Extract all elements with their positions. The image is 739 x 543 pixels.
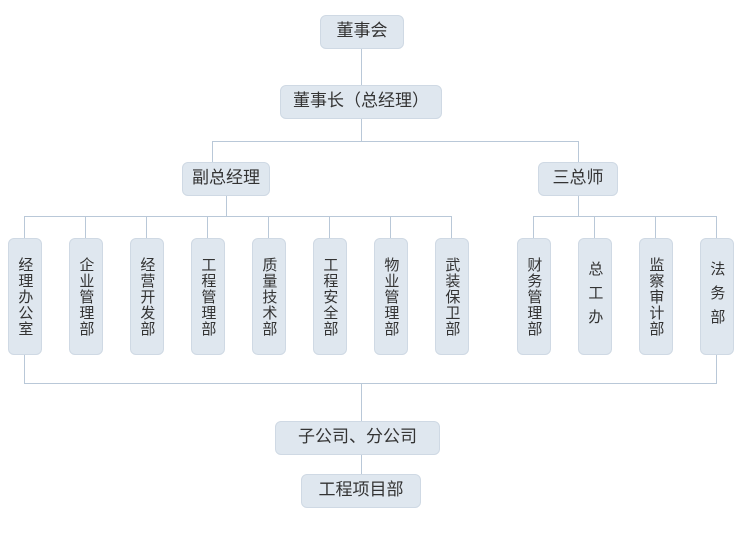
connector-to-deputy-gm xyxy=(212,141,213,162)
connector-bottom-bar xyxy=(24,383,717,384)
connector-right-dept-bar xyxy=(533,216,717,217)
dept-stem-right-3 xyxy=(655,216,656,238)
dept-stem-left-6 xyxy=(329,216,330,238)
node-board[interactable]: 董事会 xyxy=(320,15,404,49)
node-dept-engineering-management[interactable]: 工程管理部 xyxy=(191,238,225,355)
dept-stem-left-5 xyxy=(268,216,269,238)
dept-stem-right-1 xyxy=(533,216,534,238)
node-chairman[interactable]: 董事长（总经理） xyxy=(280,85,442,119)
dept-stem-left-1 xyxy=(24,216,25,238)
connector-dept-right-down xyxy=(716,355,717,384)
node-dept-property-management[interactable]: 物业管理部 xyxy=(374,238,408,355)
dept-stem-left-2 xyxy=(85,216,86,238)
connector-subsidiaries-to-project xyxy=(361,455,362,474)
node-dept-armed-security[interactable]: 武装保卫部 xyxy=(435,238,469,355)
dept-stem-left-3 xyxy=(146,216,147,238)
dept-stem-left-4 xyxy=(207,216,208,238)
connector-to-chief-engineers xyxy=(578,141,579,162)
node-dept-enterprise-management[interactable]: 企业管理部 xyxy=(69,238,103,355)
connector-deputy-gm-down xyxy=(226,196,227,216)
dept-stem-left-7 xyxy=(390,216,391,238)
node-dept-business-development[interactable]: 经营开发部 xyxy=(130,238,164,355)
node-dept-supervision-audit[interactable]: 监察审计部 xyxy=(639,238,673,355)
dept-stem-right-2 xyxy=(594,216,595,238)
node-deputy-gm[interactable]: 副总经理 xyxy=(182,162,270,196)
connector-chairman-down xyxy=(361,119,362,141)
node-dept-quality-technology[interactable]: 质量技术部 xyxy=(252,238,286,355)
node-subsidiaries[interactable]: 子公司、分公司 xyxy=(275,421,440,455)
node-dept-engineering-safety[interactable]: 工程安全部 xyxy=(313,238,347,355)
node-chief-engineers[interactable]: 三总师 xyxy=(538,162,618,196)
node-dept-manager-office[interactable]: 经理办公室 xyxy=(8,238,42,355)
dept-stem-right-4 xyxy=(716,216,717,238)
connector-level2-bar xyxy=(212,141,579,142)
connector-left-dept-bar xyxy=(24,216,451,217)
dept-stem-left-8 xyxy=(451,216,452,238)
connector-board-to-chairman xyxy=(361,49,362,85)
node-dept-chief-engineer-office[interactable]: 总工办 xyxy=(578,238,612,355)
connector-dept-left-down xyxy=(24,355,25,384)
connector-bar-to-subsidiaries xyxy=(361,383,362,421)
node-dept-finance-management[interactable]: 财务管理部 xyxy=(517,238,551,355)
node-project-department[interactable]: 工程项目部 xyxy=(301,474,421,508)
node-dept-legal-affairs[interactable]: 法务部 xyxy=(700,238,734,355)
connector-chief-engineers-down xyxy=(578,196,579,216)
